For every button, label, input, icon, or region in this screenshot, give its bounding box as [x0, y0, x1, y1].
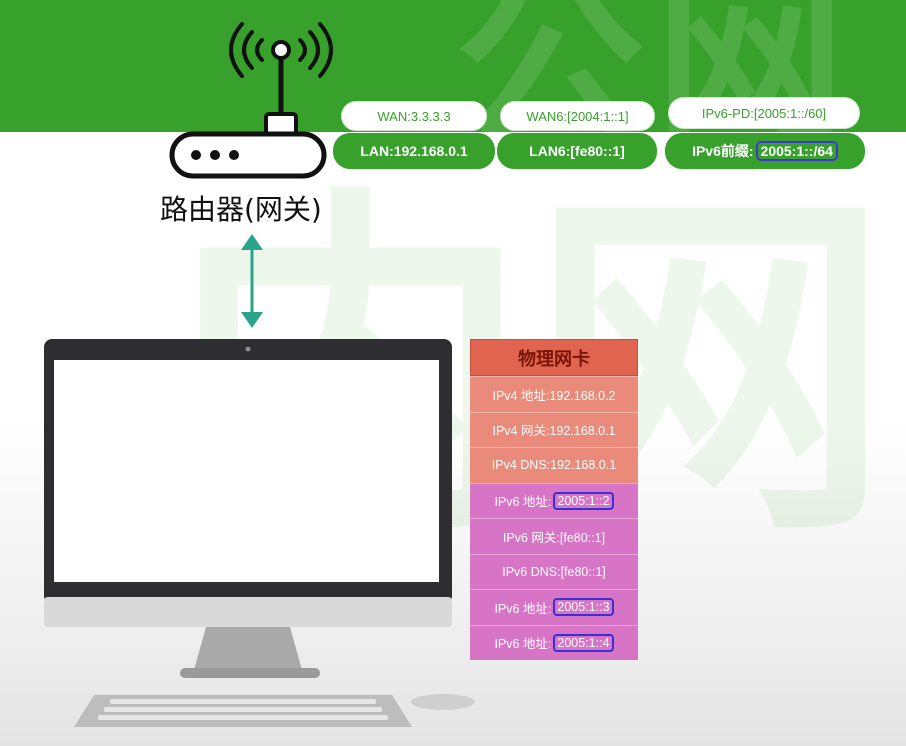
nic-row-ipv6-gateway: IPv6 网关:[fe80::1]: [470, 518, 638, 554]
nic-row-ipv6-address-3: IPv6 地址:2005:1::4: [470, 624, 638, 660]
nic-row-ipv6-address-1: IPv6 地址:2005:1::2: [470, 482, 638, 518]
wan-ipv6-pill: WAN6:[2004:1::1]: [500, 101, 655, 131]
nic-row-label: IPv6 地址:: [494, 495, 552, 510]
nic-row-label: IPv6 地址:: [494, 637, 552, 652]
nic-row-ipv4-gateway: IPv4 网关:192.168.0.1: [470, 411, 638, 447]
nic-row-ipv4-dns: IPv4 DNS:192.168.0.1: [470, 447, 638, 483]
nic-row-ipv4-address: IPv4 地址:192.168.0.2: [470, 376, 638, 412]
nic-card: 物理网卡 IPv4 地址:192.168.0.2 IPv4 网关:192.168…: [470, 339, 638, 660]
nic-card-title: 物理网卡: [470, 339, 638, 376]
public-network-watermark: 公网: [455, 0, 856, 175]
nic-row-ipv6-address-2: IPv6 地址:2005:1::3: [470, 589, 638, 625]
ipv6-prefix-label: IPv6前缀:: [692, 143, 754, 159]
ipv6-prefix-highlight: 2005:1::/64: [755, 141, 838, 161]
ipv6-address-highlight: 2005:1::2: [553, 491, 614, 510]
wan-ipv4-pill: WAN:3.3.3.3: [341, 101, 487, 131]
nic-row-ipv6-dns: IPv6 DNS:[fe80::1]: [470, 553, 638, 589]
double-arrow-icon: [241, 234, 263, 328]
ipv6-address-highlight: 2005:1::4: [553, 633, 614, 652]
ipv6-pd-pill: IPv6-PD:[2005:1::/60]: [668, 97, 860, 129]
ipv6-prefix-pill: IPv6前缀:2005:1::/64: [665, 133, 865, 169]
nic-row-label: IPv6 地址:: [494, 601, 552, 616]
ipv6-address-highlight: 2005:1::3: [553, 598, 614, 617]
router-label: 路由器(网关): [160, 193, 322, 226]
lan-ipv6-pill: LAN6:[fe80::1]: [497, 133, 657, 169]
lan-ipv4-pill: LAN:192.168.0.1: [333, 133, 495, 169]
